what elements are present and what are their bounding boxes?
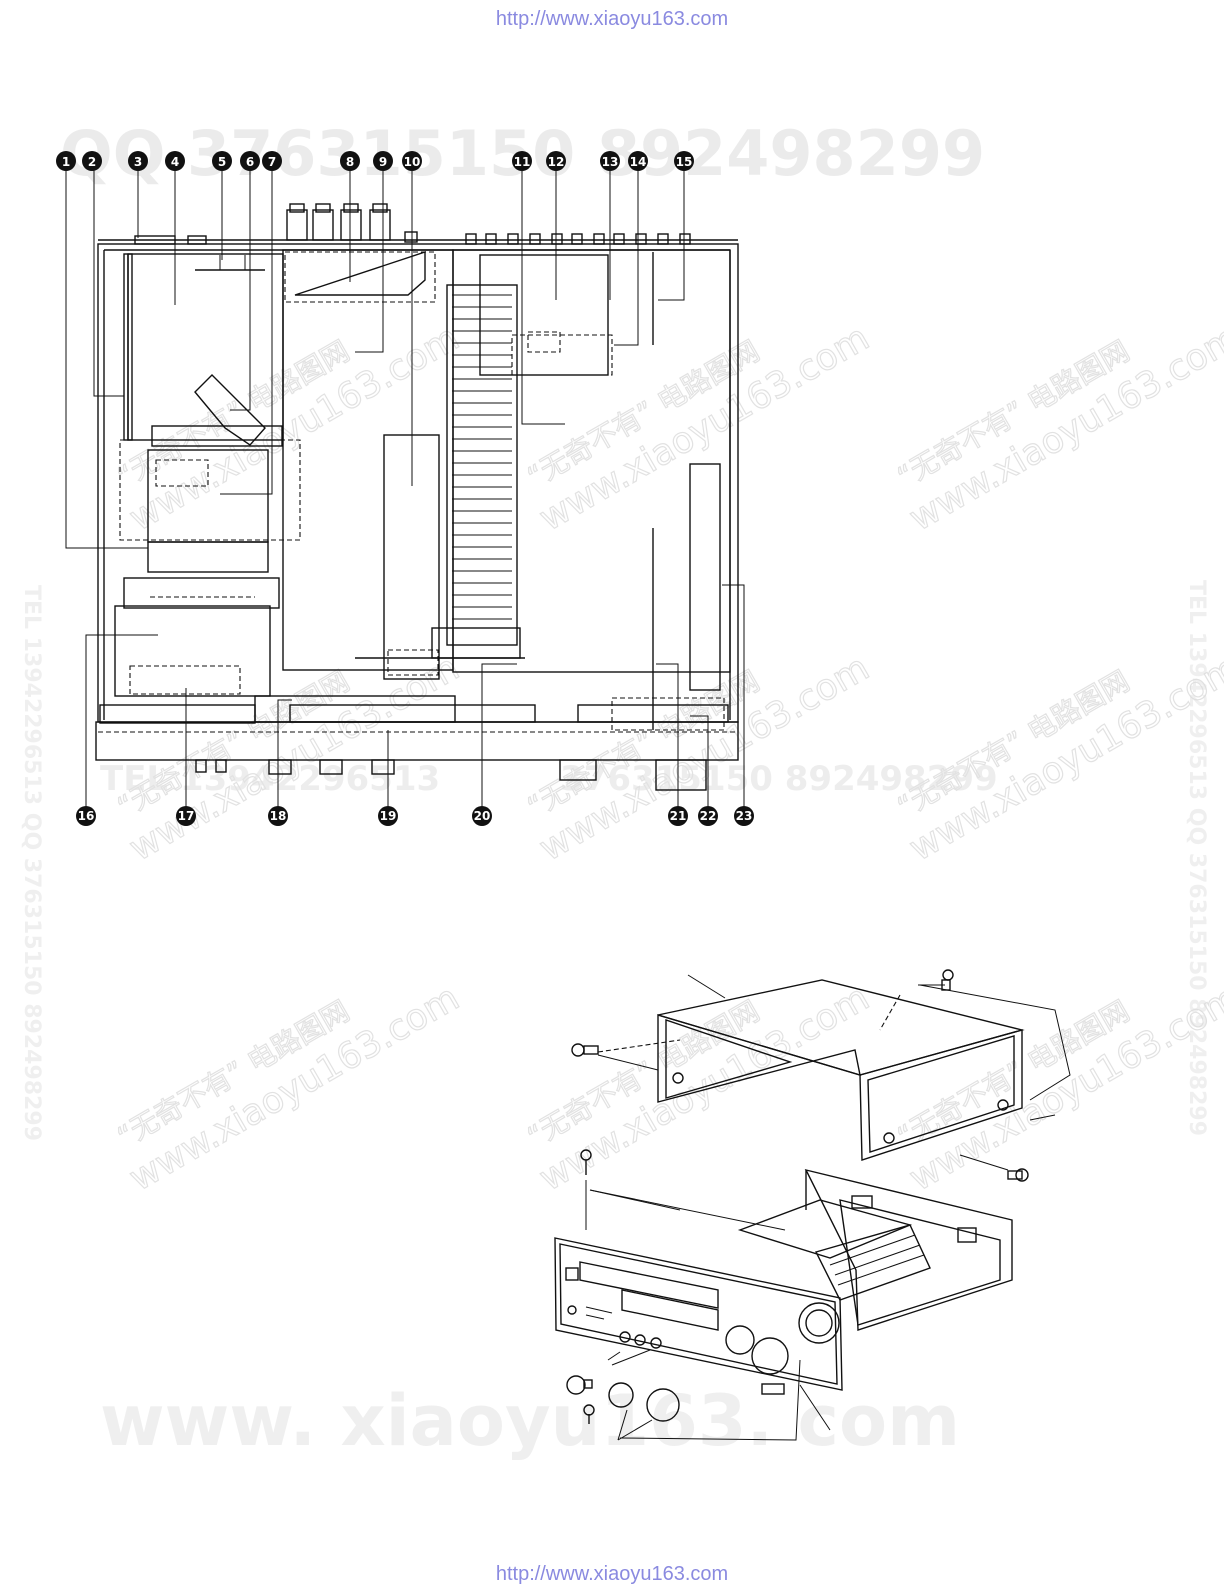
callout-8: 8: [340, 151, 360, 171]
watermark-side-right: TEL 13942296513 QQ 376315150 892498299: [1184, 580, 1209, 1136]
callouts-top: 1 2 3 4 5 6 7 8 9 10 11 12 13 14 15: [56, 151, 694, 171]
sub-board-dashed: [119, 439, 301, 541]
svg-text:20: 20: [474, 809, 491, 823]
svg-text:19: 19: [380, 809, 397, 823]
callouts-bottom: 16 17 18 19 20 21 22 23: [76, 806, 754, 826]
heat-sink: [431, 284, 521, 659]
svg-text:6: 6: [246, 155, 254, 169]
callout-22: 22: [698, 806, 718, 826]
callout-6: 6: [240, 151, 260, 171]
callout-17: 17: [176, 806, 196, 826]
callout-1: 1: [56, 151, 76, 171]
callout-10: 10: [402, 151, 422, 171]
tuner-module: [114, 605, 271, 697]
svg-text:8: 8: [346, 155, 354, 169]
svg-text:11: 11: [514, 155, 531, 169]
small-knob: [566, 1375, 586, 1395]
callout-15: 15: [674, 151, 694, 171]
svg-text:22: 22: [700, 809, 717, 823]
svg-text:17: 17: [178, 809, 195, 823]
watermark-site-3: www.xiaoyu163.com: [903, 317, 1224, 539]
leader-lines: [65, 168, 745, 808]
callout-7: 7: [262, 151, 282, 171]
main-amp-board: [282, 249, 454, 671]
top-cover: [657, 974, 1025, 1161]
svg-text:4: 4: [171, 155, 179, 169]
callout-11: 11: [512, 151, 532, 171]
footer-url[interactable]: http://www.xiaoyu163.com: [495, 1563, 729, 1585]
svg-text:12: 12: [548, 155, 565, 169]
svg-text:23: 23: [736, 809, 753, 823]
watermark-side-left: TEL 13942296513 QQ 376315150 892498299: [19, 585, 44, 1141]
callout-19: 19: [378, 806, 398, 826]
input-board: [452, 249, 731, 673]
side-board: [689, 463, 721, 691]
callout-18: 18: [268, 806, 288, 826]
watermark-qq-mid: 376315150 892498299: [560, 759, 998, 799]
svg-text:7: 7: [268, 155, 276, 169]
svg-text:14: 14: [630, 155, 647, 169]
svg-text:2: 2: [88, 155, 96, 169]
rear-jacks: [465, 233, 691, 245]
watermark-layer: QQ 376315150 892498299 TEL 13942296513 3…: [19, 117, 1224, 1462]
callout-21: 21: [668, 806, 688, 826]
svg-text:18: 18: [270, 809, 287, 823]
svg-text:1: 1: [62, 155, 70, 169]
fuse-holder: [194, 374, 266, 446]
top-view-chassis: [65, 168, 745, 808]
volume-knob-socket: [751, 1337, 789, 1375]
cover-screws: [571, 969, 1071, 1182]
exploded-view: [554, 969, 1071, 1441]
svg-text:5: 5: [218, 155, 226, 169]
front-knobs: [566, 1149, 831, 1441]
callout-5: 5: [212, 151, 232, 171]
input-knob-socket: [725, 1325, 755, 1355]
callout-20: 20: [472, 806, 492, 826]
svg-text:9: 9: [379, 155, 387, 169]
callout-23: 23: [734, 806, 754, 826]
svg-text:3: 3: [134, 155, 142, 169]
svg-text:10: 10: [404, 155, 421, 169]
input-knob: [608, 1382, 634, 1408]
callout-16: 16: [76, 806, 96, 826]
svg-text:15: 15: [676, 155, 693, 169]
callout-3: 3: [128, 151, 148, 171]
callout-9: 9: [373, 151, 393, 171]
header-url[interactable]: http://www.xiaoyu163.com: [495, 8, 729, 30]
watermark-tel: TEL 13942296513: [100, 759, 440, 799]
watermark-site-big: www. xiaoyu163. com: [100, 1380, 960, 1462]
svg-text:13: 13: [602, 155, 619, 169]
callout-2: 2: [82, 151, 102, 171]
volume-knob: [646, 1388, 680, 1422]
callout-4: 4: [165, 151, 185, 171]
callout-13: 13: [600, 151, 620, 171]
svg-text:21: 21: [670, 809, 687, 823]
callout-12: 12: [546, 151, 566, 171]
callout-14: 14: [628, 151, 648, 171]
front-panel: [554, 1237, 843, 1395]
chassis-body: [737, 1168, 1013, 1331]
watermark-site-9: www.xiaoyu163.com: [903, 977, 1224, 1199]
speaker-terminals: [286, 203, 418, 243]
svg-text:16: 16: [78, 809, 95, 823]
